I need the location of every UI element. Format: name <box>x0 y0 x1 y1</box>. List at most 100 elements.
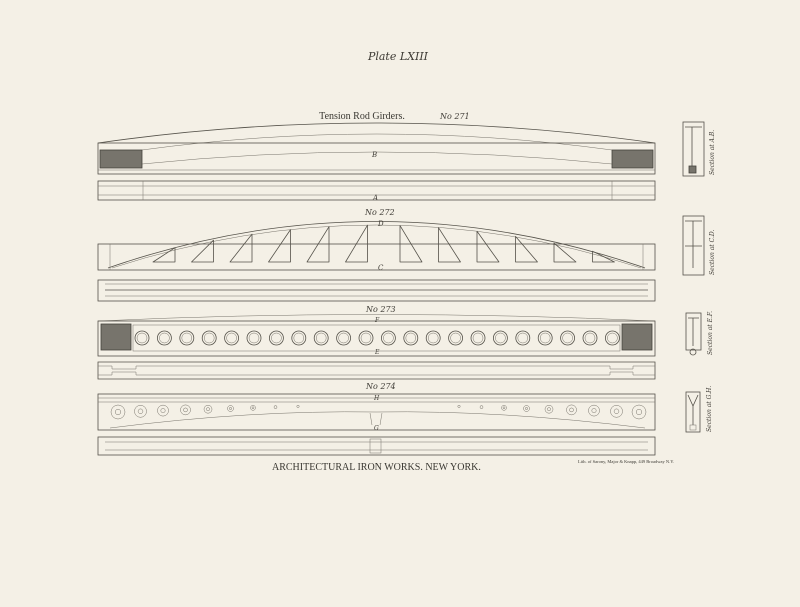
bolt-hole-inner <box>569 407 574 413</box>
lightening-hole <box>492 330 508 346</box>
web-opening <box>553 242 577 263</box>
girder-272-elevation: No 272 D C <box>97 208 656 272</box>
lightening-hole <box>425 330 441 346</box>
lightening-hole <box>582 330 598 346</box>
lightening-hole <box>134 330 150 346</box>
bolt-hole <box>250 405 256 411</box>
girder-274-elevation: No 274 H G <box>97 382 656 432</box>
bolt-hole-inner <box>206 407 210 412</box>
section-letter: D <box>377 220 384 228</box>
web-opening <box>306 226 330 263</box>
web-opening <box>268 229 291 263</box>
bolt-hole-inner <box>251 406 255 410</box>
girder-273-elevation: No 273 F E <box>97 305 656 357</box>
bolt-hole-inner <box>613 408 620 414</box>
girder-271-elevation: No 271 B <box>97 112 656 175</box>
bolt-hole-inner <box>547 407 551 412</box>
section-letter: C <box>378 264 384 272</box>
section-letter: B <box>371 151 377 159</box>
heading: Tension Rod Girders. <box>319 111 405 122</box>
end-block-right <box>621 323 653 351</box>
lightening-hole <box>246 330 262 346</box>
lightening-hole <box>358 330 374 346</box>
bolt-hole <box>588 404 600 417</box>
lightening-hole-inner <box>405 332 417 344</box>
lightening-hole-inner <box>539 332 551 344</box>
lightening-hole-inner <box>271 332 282 344</box>
web-opening <box>345 224 368 263</box>
end-block-left <box>99 149 143 169</box>
lightening-hole-inner <box>338 332 349 344</box>
bolt-hole-inner <box>502 406 506 410</box>
lightening-hole <box>336 330 352 346</box>
bolt-hole <box>203 404 213 414</box>
lightening-hole <box>470 330 486 346</box>
end-block-left <box>100 323 132 351</box>
footer-title: ARCHITECTURAL IRON WORKS. NEW YORK. <box>272 462 481 473</box>
lightening-hole <box>448 330 464 346</box>
web-opening <box>438 227 461 263</box>
bolt-hole-inner <box>137 408 144 414</box>
bolt-hole-inner <box>591 408 597 414</box>
lightening-hole <box>560 330 575 346</box>
lightening-hole-inner <box>562 332 573 344</box>
girder-271-plan: A <box>97 180 656 202</box>
section-letter: H <box>373 395 380 402</box>
bolt-hole <box>501 405 507 411</box>
lightening-hole-inner <box>427 332 439 344</box>
bolt-hole-inner <box>160 408 166 414</box>
web-opening <box>399 225 423 263</box>
girder-274-plan <box>97 436 656 456</box>
section-letter: E <box>374 349 380 356</box>
section-cd: Section at C.D. <box>682 215 716 276</box>
section-label: Section at C.D. <box>709 229 716 275</box>
section-gh: Section at G.H. <box>685 386 713 433</box>
lightening-hole-inner <box>159 332 170 344</box>
lightening-hole-inner <box>584 332 596 344</box>
bolt-hole-inner <box>114 408 122 416</box>
lightening-hole-inner <box>360 332 372 344</box>
section-letter: A <box>372 194 378 202</box>
lightening-hole <box>156 330 172 346</box>
lightening-hole <box>313 330 329 346</box>
bolt-hole <box>296 404 300 408</box>
lightening-hole-inner <box>607 332 618 344</box>
bolt-hole <box>610 405 623 418</box>
bolt-hole <box>110 404 126 420</box>
bolt-hole <box>544 404 554 414</box>
lightening-hole-inner <box>450 332 461 344</box>
lightening-hole <box>403 330 419 346</box>
lightening-hole <box>515 330 531 346</box>
lightening-hole-inner <box>517 332 529 344</box>
web-opening <box>191 239 214 263</box>
bolt-hole <box>227 405 234 412</box>
girder-273-plan <box>97 361 656 380</box>
bolt-hole-inner <box>229 407 232 410</box>
lightening-hole-inner <box>383 332 394 344</box>
lightening-hole <box>537 330 553 346</box>
lithographer-credit: Lith. of Sarony, Major & Knapp, 449 Broa… <box>578 459 674 465</box>
lightening-hole-inner <box>293 332 305 344</box>
bolt-hole <box>180 404 191 416</box>
lightening-hole-inner <box>136 332 148 344</box>
bolt-hole-inner <box>183 407 188 413</box>
bolt-hole <box>479 405 484 409</box>
plate-title: Plate LXIII <box>367 50 429 63</box>
lightening-hole <box>268 330 284 346</box>
section-ef: Section at E.F. <box>685 311 714 356</box>
section-label: Section at G.H. <box>706 386 713 432</box>
bolt-hole-inner <box>635 408 643 416</box>
bolt-hole-inner <box>525 407 528 410</box>
bolt-hole <box>134 405 147 418</box>
girder-number: No 273 <box>365 305 396 314</box>
girder-number: No 274 <box>365 382 396 391</box>
lightening-hole <box>605 330 620 346</box>
lightening-hole <box>201 330 217 346</box>
lightening-hole <box>179 330 195 346</box>
section-letter: G <box>374 425 379 432</box>
end-block-right <box>611 149 654 169</box>
web-opening <box>476 230 500 263</box>
web-opening <box>152 247 176 263</box>
lightening-hole-inner <box>472 332 484 344</box>
